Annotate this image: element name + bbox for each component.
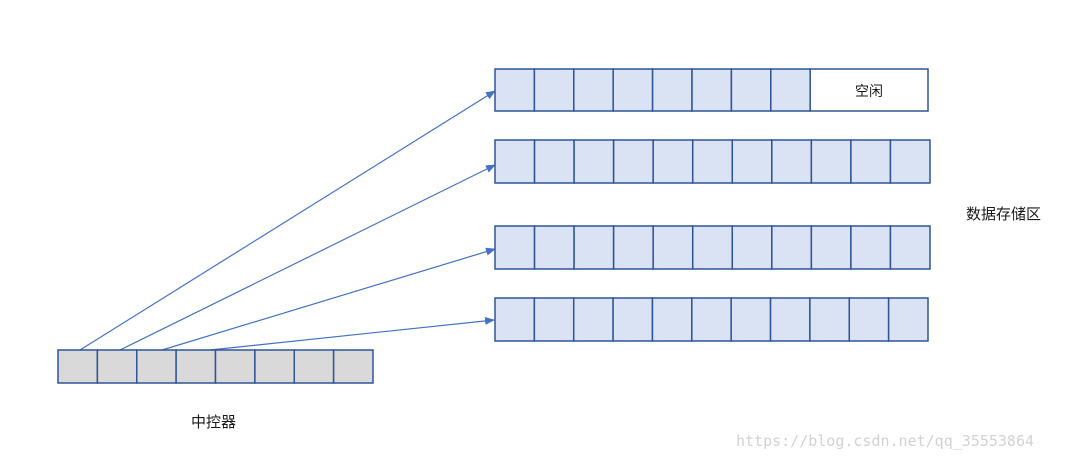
data-cell	[850, 225, 892, 270]
data-cell	[494, 139, 536, 184]
data-cell	[612, 225, 654, 270]
controller-label: 中控器	[191, 413, 237, 431]
controller-cell	[96, 349, 138, 384]
data-cell	[887, 297, 929, 342]
data-cell	[573, 225, 615, 270]
pointer-arrow	[79, 90, 496, 351]
data-cell	[810, 139, 852, 184]
data-cell	[810, 225, 852, 270]
data-cell	[771, 225, 813, 270]
controller-cell	[293, 349, 335, 384]
data-cell	[809, 297, 851, 342]
data-cell	[850, 139, 892, 184]
data-cell	[652, 225, 694, 270]
data-cell	[651, 297, 693, 342]
data-cell	[494, 225, 536, 270]
data-cell	[533, 139, 575, 184]
controller-cell	[254, 349, 295, 384]
data-cell	[572, 297, 614, 342]
data-cell	[573, 139, 615, 184]
data-cell	[889, 139, 931, 184]
data-cell	[533, 68, 575, 112]
pointer-arrow	[119, 164, 496, 351]
controller-block	[57, 349, 374, 384]
pointer-arrows	[79, 90, 496, 351]
data-cell	[691, 139, 734, 184]
data-cell	[769, 297, 811, 342]
data-cell	[730, 297, 772, 342]
data-cell	[494, 297, 536, 342]
data-cell	[533, 297, 575, 342]
data-cell	[691, 297, 732, 342]
data-cell	[652, 139, 694, 184]
data-storage-rows	[494, 68, 931, 342]
data-cell	[573, 68, 614, 112]
pointer-arrow	[209, 316, 495, 351]
watermark-url: https://blog.csdn.net/qq_35553864	[736, 432, 1035, 450]
controller-cell	[136, 349, 177, 384]
controller-cell	[332, 349, 374, 384]
data-cell	[691, 225, 734, 270]
data-cell	[612, 297, 654, 342]
data-storage-area-label: 数据存储区	[966, 205, 1042, 223]
data-cell	[731, 225, 773, 270]
data-cell	[612, 139, 654, 184]
data-cell	[771, 139, 813, 184]
data-cell	[848, 297, 890, 342]
data-cell	[691, 68, 733, 112]
data-cell	[651, 68, 693, 112]
data-cell	[494, 68, 536, 112]
pointer-arrow	[161, 247, 496, 351]
data-cell	[612, 68, 654, 112]
data-cell	[533, 225, 575, 270]
controller-cell	[175, 349, 217, 384]
free-cell	[809, 68, 929, 112]
controller-cell	[57, 349, 99, 384]
data-cell	[770, 68, 811, 112]
data-cell	[889, 225, 931, 270]
free-label: 空闲	[855, 84, 883, 100]
data-cell	[731, 139, 773, 184]
controller-cell	[214, 349, 256, 384]
data-cell	[730, 68, 772, 112]
